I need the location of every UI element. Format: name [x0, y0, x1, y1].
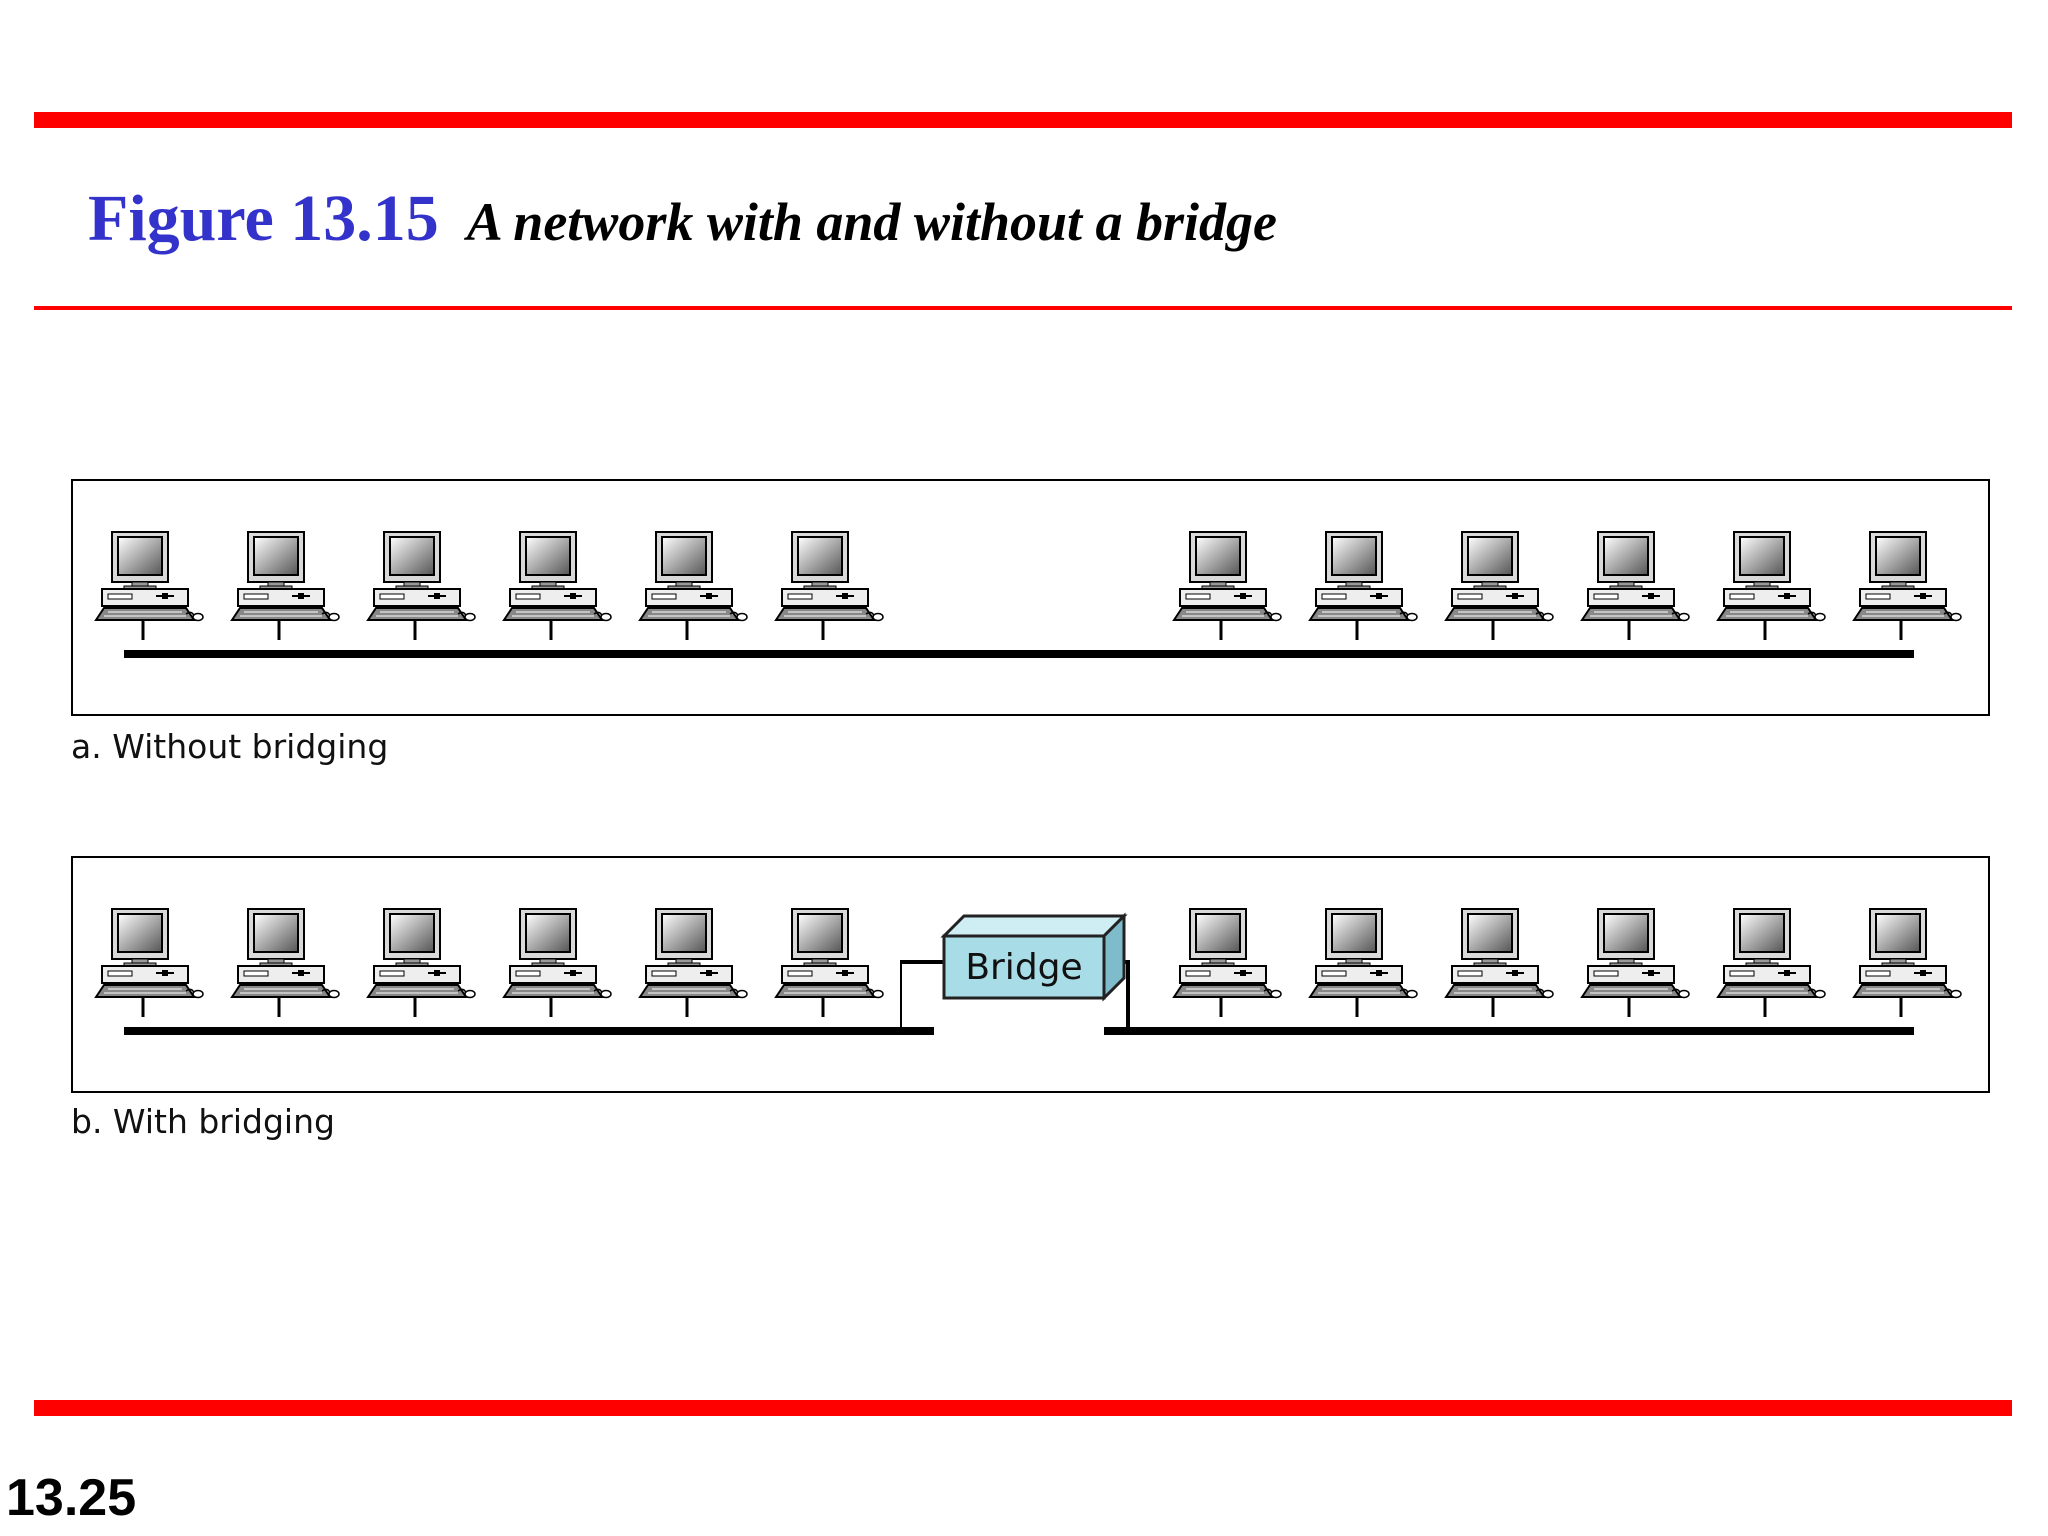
with-bridging-computer-icon — [1168, 907, 1286, 1017]
panel-without-bridging — [71, 479, 1990, 716]
bus-line-left-segment — [124, 1027, 934, 1035]
with-bridging-computer-icon — [362, 907, 480, 1017]
with-bridging-computer-icon — [90, 907, 208, 1017]
title-divider-rule — [34, 306, 2012, 310]
without-bridging-computer-icon — [1848, 530, 1966, 640]
with-bridging-computer-icon — [1712, 907, 1830, 1017]
page-number: 13.25 — [6, 1469, 137, 1527]
bus-line — [124, 650, 1914, 658]
with-bridging-computer-icon — [498, 907, 616, 1017]
bridge-label: Bridge — [965, 946, 1083, 988]
without-bridging-computer-icon — [226, 530, 344, 640]
without-bridging-computer-icon — [1304, 530, 1422, 640]
with-bridging-computer-icon — [634, 907, 752, 1017]
with-bridging-computer-icon — [1440, 907, 1558, 1017]
without-bridging-computer-icon — [1576, 530, 1694, 640]
bus-line-right-segment — [1104, 1027, 1914, 1035]
caption-with-bridging: b. With bridging — [71, 1102, 335, 1141]
without-bridging-computer-icon — [498, 530, 616, 640]
without-bridging-computer-icon — [362, 530, 480, 640]
without-bridging-computer-icon — [634, 530, 752, 640]
bridge-box-icon — [898, 912, 1130, 1032]
with-bridging-computer-icon — [1848, 907, 1966, 1017]
without-bridging-computer-icon — [1440, 530, 1558, 640]
figure-caption: A network with and without a bridge — [466, 192, 1278, 252]
with-bridging-computer-icon — [770, 907, 888, 1017]
with-bridging-computer-icon — [1304, 907, 1422, 1017]
without-bridging-computer-icon — [90, 530, 208, 640]
top-red-rule — [34, 112, 2012, 128]
caption-without-bridging: a. Without bridging — [71, 727, 389, 766]
with-bridging-computer-icon — [1576, 907, 1694, 1017]
without-bridging-computer-icon — [1712, 530, 1830, 640]
without-bridging-computer-icon — [1168, 530, 1286, 640]
figure-number: Figure 13.15 — [88, 182, 439, 255]
with-bridging-computer-icon — [226, 907, 344, 1017]
bridge-device: Bridge — [898, 892, 1140, 1032]
without-bridging-computer-icon — [770, 530, 888, 640]
bottom-red-rule — [34, 1400, 2012, 1416]
